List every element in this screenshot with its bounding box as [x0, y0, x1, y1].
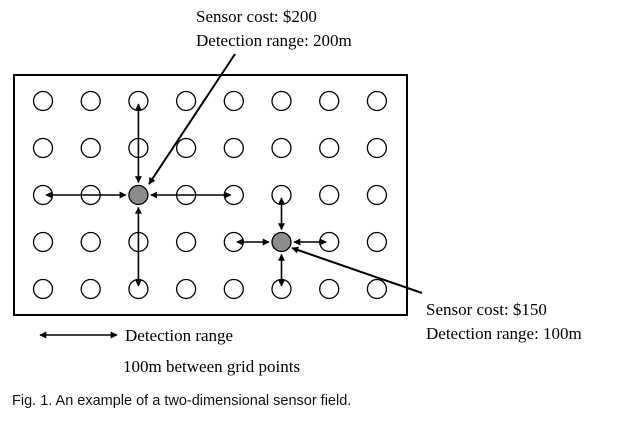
sensor-200-cost-label: Sensor cost: $200 [196, 7, 317, 26]
grid-point [223, 90, 244, 112]
grid-point [32, 231, 54, 253]
grid-point [175, 278, 197, 300]
grid-point [32, 278, 54, 300]
grid-point [175, 137, 197, 159]
grid-spacing-label: 100m between grid points [123, 357, 300, 376]
sensors [128, 184, 292, 253]
detection-range-legend-label: Detection range [125, 326, 233, 345]
sensor-150-range-label: Detection range: 100m [426, 324, 582, 343]
grid-point [223, 278, 244, 300]
grid-point [319, 137, 340, 159]
figure-caption: Fig. 1. An example of a two-dimensional … [12, 393, 352, 409]
grid-point [271, 90, 292, 112]
grid-point [80, 90, 101, 112]
grid-point [366, 90, 388, 112]
grid-point [80, 278, 101, 300]
sensor-node [128, 184, 149, 206]
grid-point [80, 137, 101, 159]
grid-point [319, 278, 340, 300]
grid-points [32, 90, 388, 300]
grid-point [223, 137, 244, 159]
sensor-200-pointer-arrow [148, 53, 236, 185]
grid-point [366, 231, 388, 253]
grid-point [32, 90, 54, 112]
sensor-node [271, 231, 292, 253]
grid-point [319, 90, 340, 112]
grid-point [366, 137, 388, 159]
grid-point [80, 231, 101, 253]
grid-point [366, 278, 388, 300]
grid-point [175, 231, 197, 253]
sensor-200-range-label: Detection range: 200m [196, 31, 352, 50]
sensor-150-cost-label: Sensor cost: $150 [426, 300, 547, 319]
grid-point [175, 90, 197, 112]
detection-range-arrows [45, 103, 327, 287]
grid-point [32, 137, 54, 159]
sensor-field-border [13, 74, 408, 316]
grid-point [319, 184, 340, 206]
sensor-150-pointer-arrow [291, 246, 423, 294]
grid-point [366, 184, 388, 206]
grid-point [271, 137, 292, 159]
